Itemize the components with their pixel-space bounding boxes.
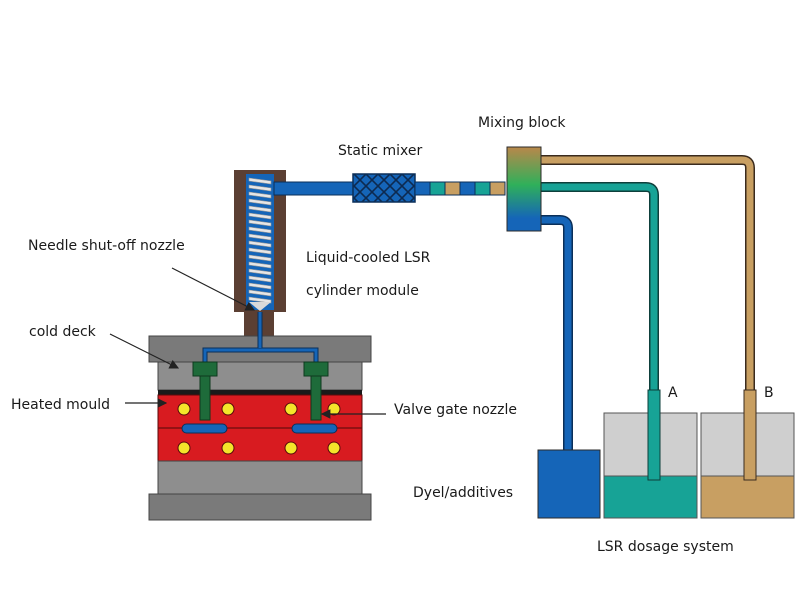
pipe-a-teal <box>540 182 659 392</box>
heater-dot <box>327 402 341 416</box>
screw-thread <box>248 212 272 220</box>
heater-dot <box>284 441 298 455</box>
segmented-feed-line <box>414 181 506 196</box>
valve-gate-nozzle-left <box>192 361 218 421</box>
arrow-needle-nozzle <box>171 267 256 311</box>
bottom-plate <box>148 493 372 521</box>
pipe-b-tan <box>540 155 755 392</box>
screw-thread <box>248 191 272 199</box>
screw-thread <box>248 282 272 290</box>
valve-gate-nozzle-right <box>303 361 329 421</box>
label-cylinder-line2: cylinder module <box>306 283 419 299</box>
screw-thread <box>248 205 272 213</box>
static-mixer-icon <box>352 173 416 203</box>
mixing-block-icon <box>506 146 542 232</box>
cold-deck <box>157 361 363 391</box>
insulation-layer <box>158 390 362 395</box>
screw-thread <box>248 296 272 304</box>
bottom-block <box>157 460 363 495</box>
label-dosage-system: LSR dosage system <box>597 539 734 555</box>
heater-dot <box>221 441 235 455</box>
heater-dot <box>177 441 191 455</box>
screw-thread <box>248 226 272 234</box>
arrow-cold-deck <box>109 333 180 369</box>
cavity-right <box>291 423 338 434</box>
heater-dot <box>284 402 298 416</box>
label-valve-gate: Valve gate nozzle <box>394 402 517 418</box>
pipe-dye-blue <box>540 215 573 452</box>
heater-dot <box>327 441 341 455</box>
label-tank-b: B <box>764 385 774 401</box>
cavity-left <box>181 423 228 434</box>
tank-b <box>700 389 795 519</box>
screw-thread <box>248 184 272 192</box>
heater-dot <box>177 402 191 416</box>
screw-thread <box>248 198 272 206</box>
tank-a <box>603 389 698 519</box>
screw-thread <box>248 247 272 255</box>
screw-thread <box>248 289 272 297</box>
screw-thread <box>248 233 272 241</box>
screw-thread <box>248 275 272 283</box>
screw-thread <box>248 240 272 248</box>
heater-dot <box>221 402 235 416</box>
screw-thread <box>248 219 272 227</box>
label-heated-mould: Heated mould <box>11 397 111 413</box>
label-cold-deck: cold deck <box>29 324 96 340</box>
screw-thread <box>248 261 272 269</box>
runner-manifold <box>202 312 319 368</box>
label-mixing-block: Mixing block <box>478 115 566 131</box>
label-dye: Dyel/additives <box>413 485 514 501</box>
feed-line <box>273 181 355 196</box>
screw-thread <box>248 254 272 262</box>
label-cylinder-line1: Liquid-cooled LSR <box>306 250 431 266</box>
heater-elements <box>177 402 341 455</box>
label-needle-nozzle: Needle shut-off nozzle <box>28 238 185 254</box>
screw-thread <box>248 177 272 185</box>
label-tank-a: A <box>668 385 678 401</box>
screw-thread <box>248 268 272 276</box>
dye-tank <box>537 449 601 519</box>
label-static-mixer: Static mixer <box>338 143 423 159</box>
